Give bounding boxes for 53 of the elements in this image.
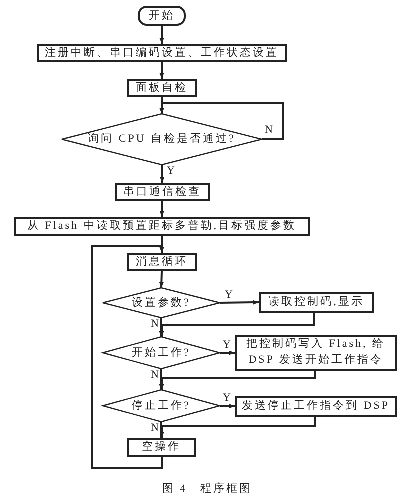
arrow bbox=[159, 422, 164, 438]
arrow bbox=[220, 404, 236, 409]
edge-label: Y bbox=[166, 166, 176, 177]
process-box bbox=[115, 183, 210, 201]
arrow bbox=[159, 318, 164, 337]
edge-label: N bbox=[150, 370, 160, 381]
decision-diamond bbox=[103, 390, 220, 422]
node-text: 消息循环 bbox=[136, 254, 188, 270]
edge-label: Y bbox=[222, 393, 232, 404]
decision-diamond bbox=[103, 288, 220, 318]
decision-diamond bbox=[103, 337, 220, 369]
arrow bbox=[160, 417, 316, 438]
edge-label: Y bbox=[222, 340, 232, 351]
edge-label: N bbox=[264, 125, 274, 136]
arrow bbox=[160, 200, 165, 218]
node-text: 设置参数? bbox=[132, 296, 191, 310]
arrow bbox=[160, 26, 164, 44]
arrow bbox=[160, 164, 165, 184]
node-text: 开始工作? bbox=[132, 346, 191, 360]
process-box bbox=[127, 438, 196, 457]
arrow bbox=[160, 371, 316, 390]
process-box bbox=[14, 217, 310, 236]
edge-label: N bbox=[150, 319, 160, 330]
node-text: 发送停止工作指令到 DSP bbox=[242, 399, 390, 414]
arrow bbox=[220, 300, 260, 305]
figure-caption: 图 4 程序框图 bbox=[161, 482, 254, 496]
edge-label: N bbox=[150, 423, 160, 434]
arrow bbox=[160, 62, 164, 79]
decision-diamond bbox=[62, 114, 262, 165]
node-text: 把控制码写入 Flash, 给 DSP 发送开始工作指令 bbox=[245, 337, 387, 368]
node-text: 串口通信检查 bbox=[124, 184, 202, 200]
arrow bbox=[159, 369, 164, 390]
process-box bbox=[235, 396, 397, 417]
node-text: 读取控制码,显示 bbox=[268, 295, 364, 310]
node-text: 空操作 bbox=[142, 440, 181, 455]
arrow bbox=[91, 245, 164, 469]
process-box bbox=[259, 292, 374, 313]
node-text: 从 Flash 中读取预置距标多普勒,目标强度参数 bbox=[27, 219, 297, 234]
process-box bbox=[127, 253, 197, 271]
arrow bbox=[220, 350, 235, 356]
arrow bbox=[159, 270, 164, 288]
arrow bbox=[160, 313, 315, 337]
node-text: 面板自检 bbox=[136, 80, 188, 96]
node-text: 注册中断、串口编码设置、工作状态设置 bbox=[45, 46, 279, 60]
edge-label: Y bbox=[224, 290, 234, 301]
node-text: 停止工作? bbox=[132, 398, 191, 414]
terminal-box bbox=[138, 6, 186, 26]
process-box bbox=[235, 335, 397, 371]
process-box bbox=[37, 44, 287, 62]
node-text: 询问 CPU 自检是否通过? bbox=[88, 132, 236, 147]
node-text: 开始 bbox=[149, 8, 175, 24]
arrow bbox=[160, 102, 284, 140]
process-box bbox=[127, 79, 197, 97]
